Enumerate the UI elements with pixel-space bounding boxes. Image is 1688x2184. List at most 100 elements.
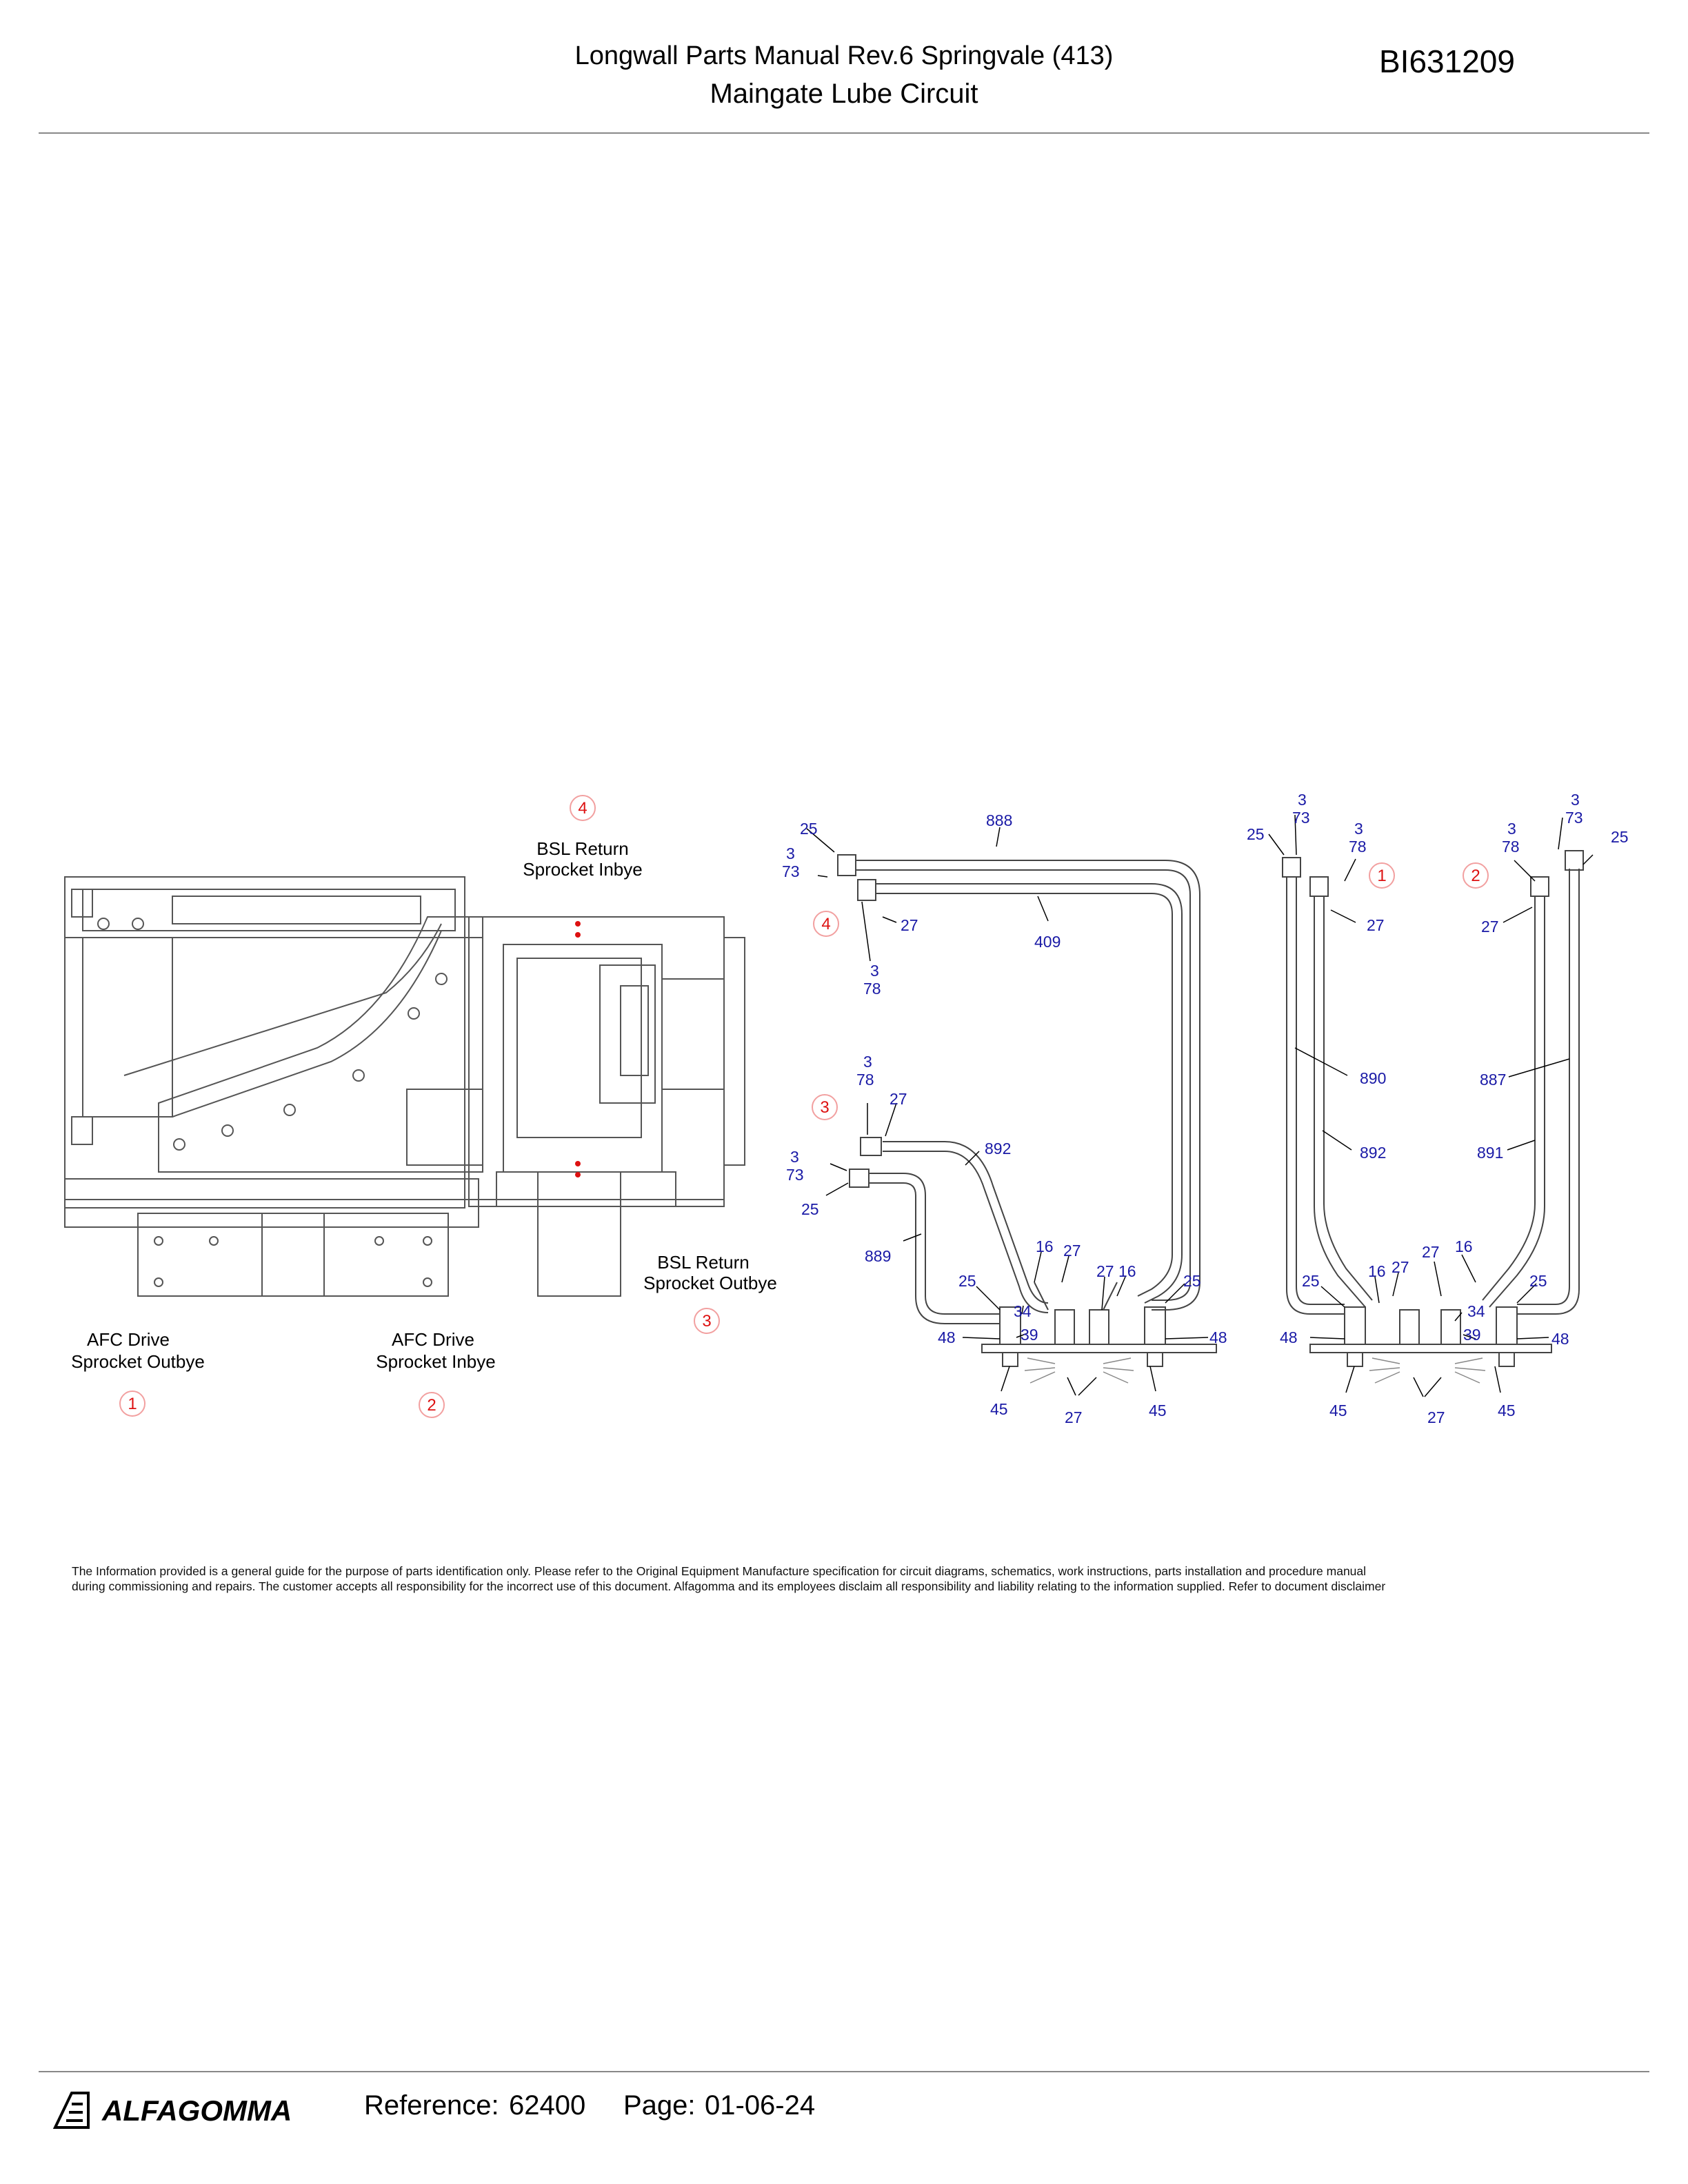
svg-text:27: 27 xyxy=(901,916,918,934)
svg-text:27: 27 xyxy=(1065,1408,1083,1426)
manual-title: Longwall Parts Manual Rev.6 Springvale (… xyxy=(574,41,1114,70)
hose-circuit-a xyxy=(837,854,1217,1367)
svg-text:3: 3 xyxy=(790,1148,799,1166)
footer-rule xyxy=(39,2071,1649,2072)
svg-text:25: 25 xyxy=(1247,825,1265,843)
page-label: Page: xyxy=(623,2090,696,2121)
circuit-ref-3: 3 xyxy=(812,1094,838,1120)
svg-text:Sprocket Outbye: Sprocket Outbye xyxy=(71,1351,205,1372)
svg-text:25: 25 xyxy=(1183,1272,1201,1290)
circuit-b-leaders xyxy=(1268,814,1594,1397)
svg-text:25: 25 xyxy=(1302,1272,1320,1290)
svg-text:892: 892 xyxy=(985,1140,1011,1157)
svg-text:2: 2 xyxy=(427,1396,436,1415)
svg-text:27: 27 xyxy=(1422,1243,1440,1261)
svg-text:34: 34 xyxy=(1014,1302,1032,1320)
circuit-ref-2: 2 xyxy=(1463,862,1489,889)
document-id: BI631209 xyxy=(1379,43,1515,79)
svg-text:Sprocket Inbye: Sprocket Inbye xyxy=(523,859,642,880)
svg-text:4: 4 xyxy=(578,799,587,818)
svg-text:25: 25 xyxy=(800,820,818,838)
disclaimer-text: The Information provided is a general gu… xyxy=(72,1564,1630,1594)
svg-text:887: 887 xyxy=(1480,1071,1506,1089)
svg-text:25: 25 xyxy=(1611,828,1629,846)
svg-text:BSL Return: BSL Return xyxy=(657,1252,749,1273)
svg-text:409: 409 xyxy=(1034,933,1061,951)
svg-text:3: 3 xyxy=(786,845,795,862)
reference-value: 62400 xyxy=(509,2090,586,2121)
svg-text:78: 78 xyxy=(1349,838,1367,856)
svg-text:ALFAGOMMA: ALFAGOMMA xyxy=(101,2094,292,2127)
svg-text:48: 48 xyxy=(938,1328,956,1346)
svg-text:Sprocket Inbye: Sprocket Inbye xyxy=(376,1351,495,1372)
svg-text:45: 45 xyxy=(1498,1402,1516,1419)
svg-text:3: 3 xyxy=(1507,820,1516,838)
svg-text:78: 78 xyxy=(856,1071,874,1089)
svg-text:45: 45 xyxy=(1329,1402,1347,1419)
svg-text:45: 45 xyxy=(990,1400,1008,1418)
circuit-b-spray xyxy=(1369,1357,1486,1384)
svg-text:39: 39 xyxy=(1463,1326,1481,1344)
svg-text:888: 888 xyxy=(986,811,1012,829)
location-3: BSL Return Sprocket Outbye 3 xyxy=(643,1252,777,1334)
reference-label: Reference: xyxy=(364,2090,499,2121)
drive-frame-markers xyxy=(575,921,581,1177)
svg-text:3: 3 xyxy=(863,1053,872,1071)
svg-text:891: 891 xyxy=(1477,1144,1503,1162)
header-rule xyxy=(39,132,1649,134)
circuit-a-spray xyxy=(1024,1357,1134,1384)
svg-text:27: 27 xyxy=(890,1090,907,1108)
svg-text:16: 16 xyxy=(1368,1262,1386,1280)
svg-text:BSL Return: BSL Return xyxy=(536,838,628,859)
svg-text:73: 73 xyxy=(1565,809,1583,827)
svg-text:AFC Drive: AFC Drive xyxy=(392,1329,474,1350)
svg-text:25: 25 xyxy=(1529,1272,1547,1290)
svg-text:27: 27 xyxy=(1063,1242,1081,1260)
alfagomma-logo: ALFAGOMMA xyxy=(52,2092,292,2129)
svg-text:27: 27 xyxy=(1367,916,1385,934)
hose-circuit-b xyxy=(1282,850,1584,1367)
svg-text:Sprocket Outbye: Sprocket Outbye xyxy=(643,1273,777,1293)
svg-text:73: 73 xyxy=(1292,809,1310,827)
svg-text:4: 4 xyxy=(821,915,830,933)
circuit-ref-4: 4 xyxy=(813,911,839,937)
svg-text:16: 16 xyxy=(1455,1237,1473,1255)
svg-text:890: 890 xyxy=(1360,1069,1386,1087)
location-4: 4 BSL Return Sprocket Inbye xyxy=(523,795,643,880)
svg-text:3: 3 xyxy=(1298,791,1307,809)
svg-text:1: 1 xyxy=(1377,867,1386,885)
drive-frame-drawing xyxy=(64,876,745,1297)
svg-text:73: 73 xyxy=(782,862,800,880)
svg-text:892: 892 xyxy=(1360,1144,1386,1162)
location-2: AFC Drive Sprocket Inbye 2 xyxy=(376,1329,496,1418)
svg-text:3: 3 xyxy=(702,1312,711,1331)
svg-text:78: 78 xyxy=(1502,838,1520,856)
svg-text:1: 1 xyxy=(128,1395,137,1413)
svg-text:889: 889 xyxy=(865,1247,891,1265)
svg-text:3: 3 xyxy=(870,962,879,980)
svg-text:27: 27 xyxy=(1391,1258,1409,1276)
svg-text:48: 48 xyxy=(1280,1328,1298,1346)
svg-text:16: 16 xyxy=(1118,1262,1136,1280)
circuit-title: Maingate Lube Circuit xyxy=(710,79,978,109)
svg-text:AFC Drive: AFC Drive xyxy=(87,1329,170,1350)
disclaimer-line-2: during commissioning and repairs. The cu… xyxy=(72,1579,1386,1593)
svg-text:25: 25 xyxy=(801,1200,819,1218)
svg-text:48: 48 xyxy=(1209,1328,1227,1346)
svg-text:27: 27 xyxy=(1427,1408,1445,1426)
svg-text:39: 39 xyxy=(1021,1326,1038,1344)
svg-text:73: 73 xyxy=(786,1166,804,1184)
page-value: 01-06-24 xyxy=(705,2090,816,2121)
circuit-b-callouts: 3 73 25 3 78 27 890 892 3 78 3 73 25 27 … xyxy=(1247,791,1629,1426)
circuit-ref-1: 1 xyxy=(1369,862,1395,889)
svg-text:3: 3 xyxy=(1571,791,1580,809)
svg-text:48: 48 xyxy=(1551,1330,1569,1348)
svg-text:3: 3 xyxy=(820,1098,829,1117)
svg-text:3: 3 xyxy=(1354,820,1363,838)
svg-text:78: 78 xyxy=(863,980,881,998)
disclaimer-line-1: The Information provided is a general gu… xyxy=(72,1564,1367,1578)
svg-text:34: 34 xyxy=(1467,1302,1485,1320)
svg-text:45: 45 xyxy=(1149,1402,1167,1419)
svg-text:27: 27 xyxy=(1096,1262,1114,1280)
